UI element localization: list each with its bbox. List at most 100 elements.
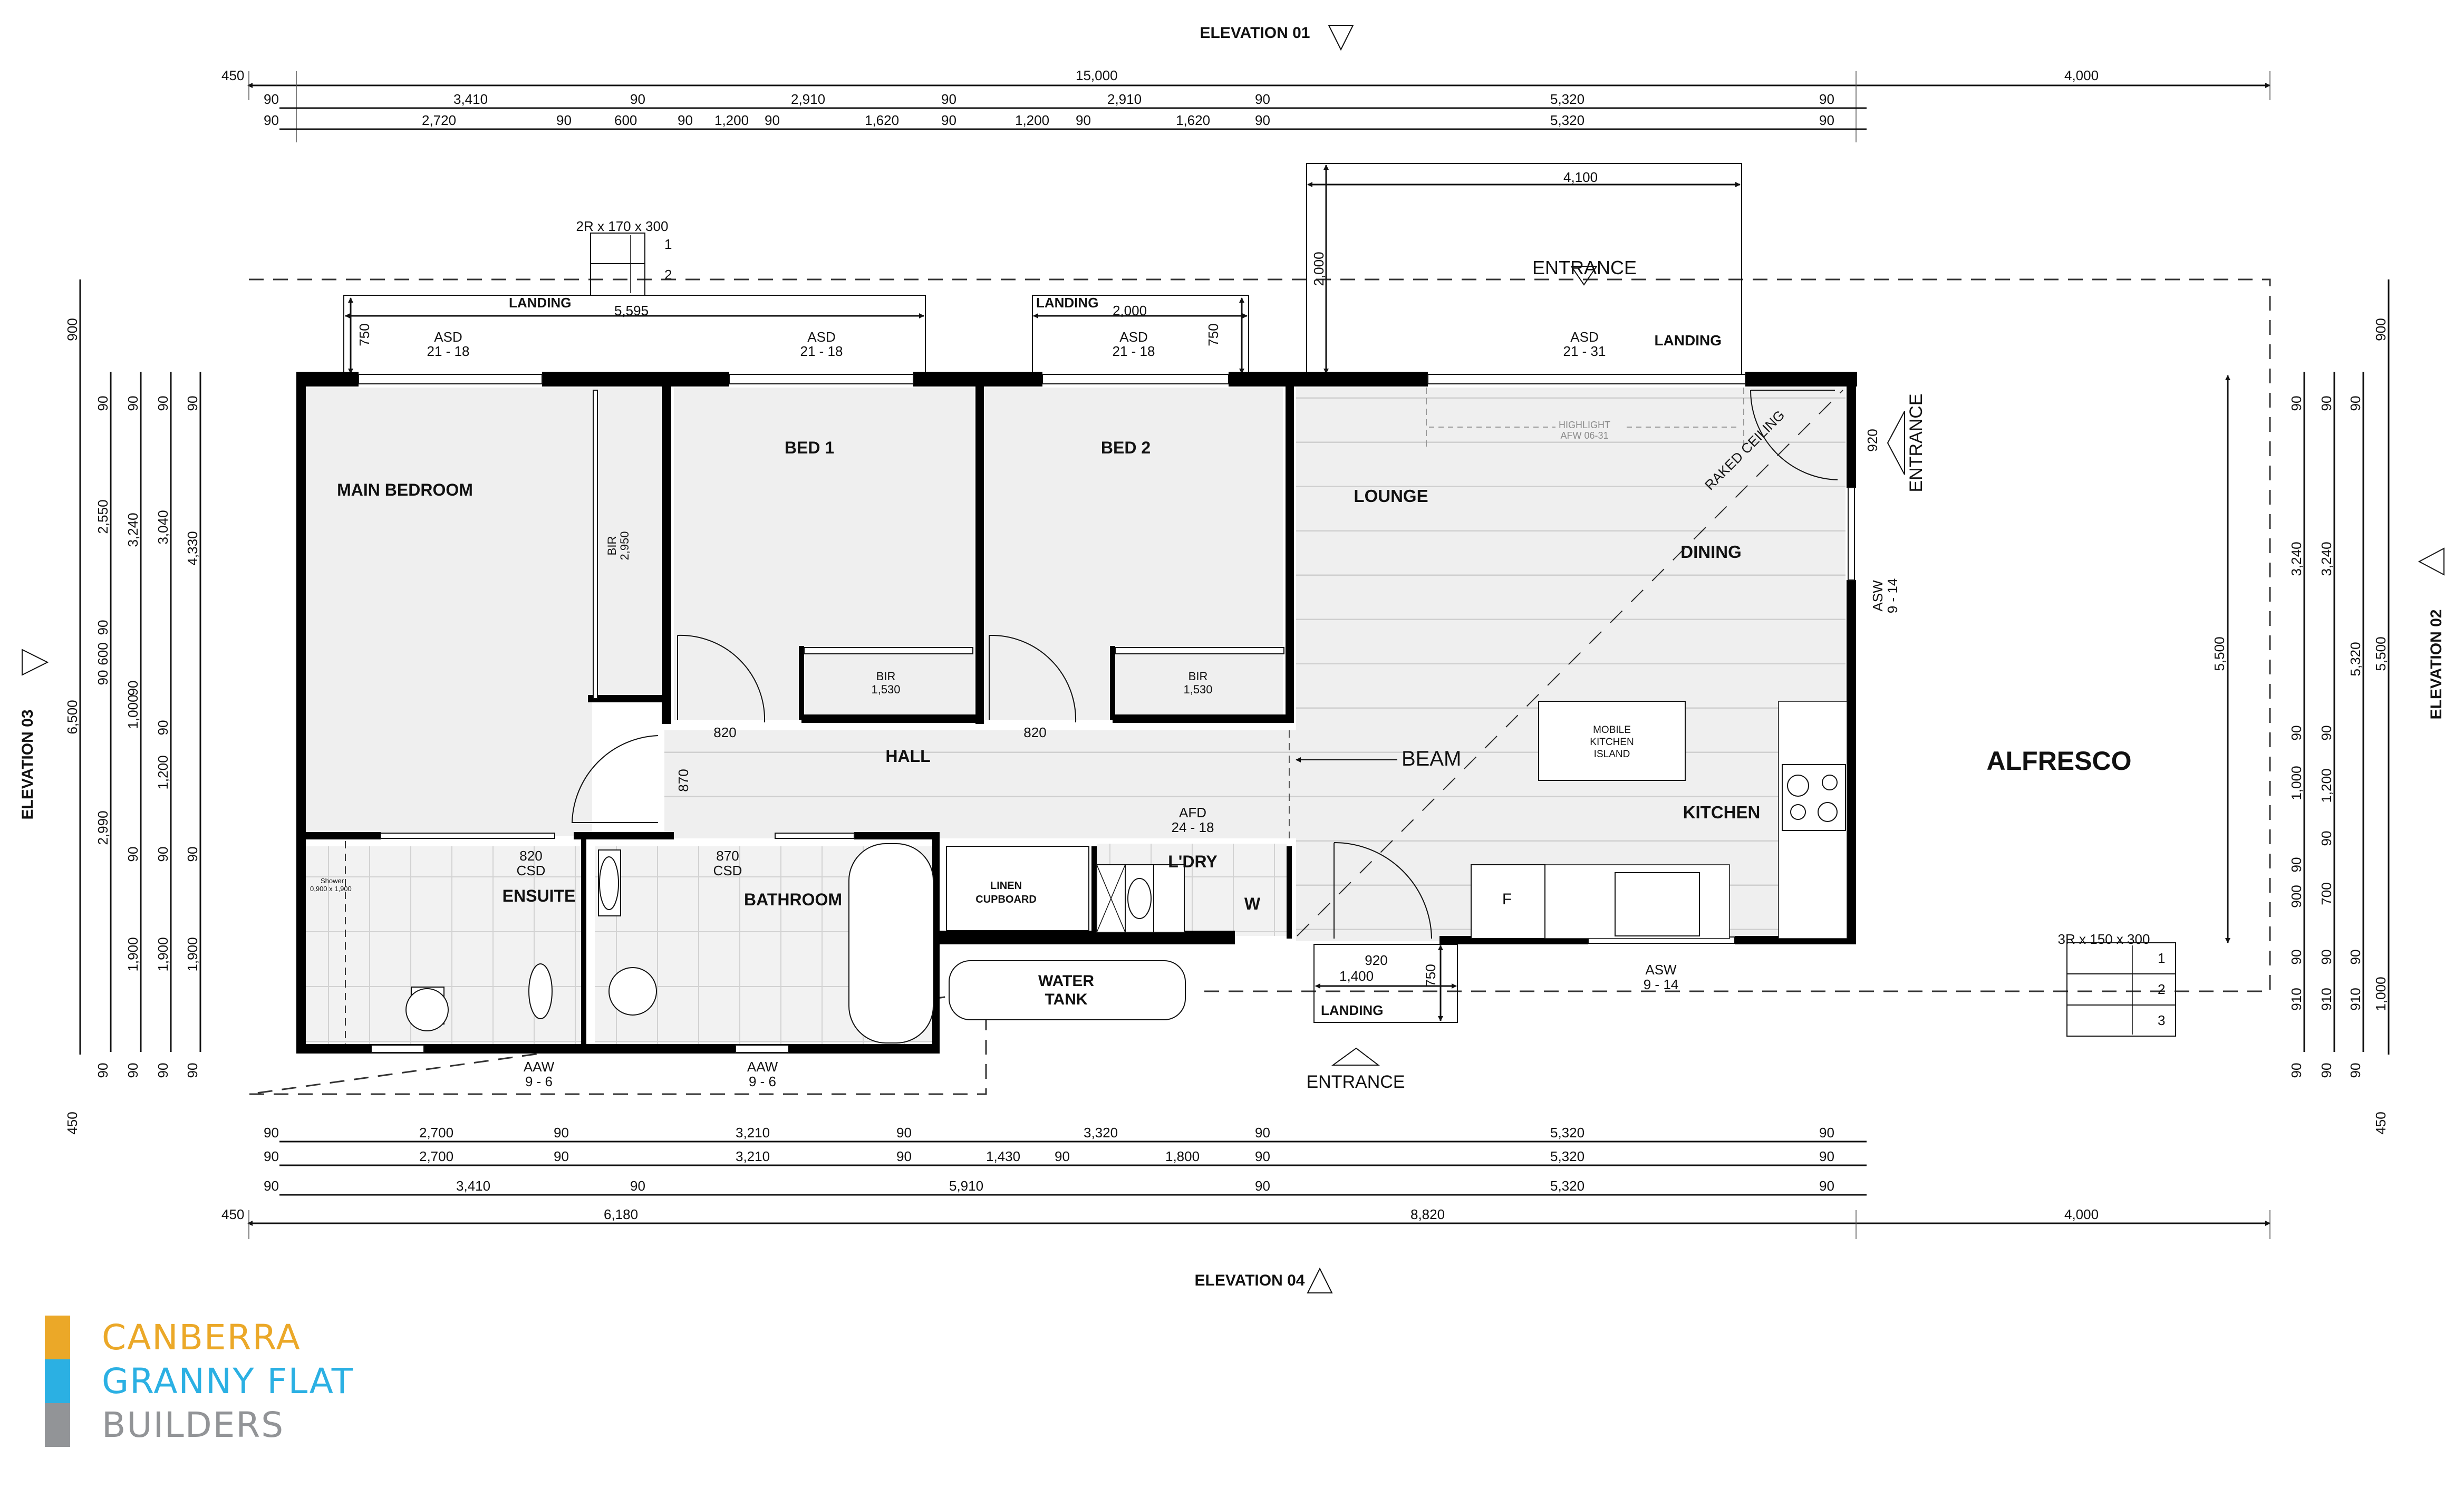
elevation-03-marker: ELEVATION 03 <box>19 710 36 820</box>
svg-text:90: 90 <box>2288 396 2304 411</box>
svg-text:6,180: 6,180 <box>604 1206 638 1222</box>
svg-text:AAW: AAW <box>524 1059 555 1075</box>
svg-text:1: 1 <box>664 236 672 252</box>
svg-text:820: 820 <box>1023 724 1046 740</box>
svg-text:700: 700 <box>2318 882 2334 905</box>
svg-text:3,320: 3,320 <box>1084 1125 1118 1141</box>
svg-text:90: 90 <box>155 396 171 411</box>
steps-right: 3R x 150 x 300 1 2 3 <box>2058 931 2176 1037</box>
svg-text:9 - 6: 9 - 6 <box>525 1074 553 1089</box>
svg-text:LANDING: LANDING <box>1036 295 1098 311</box>
svg-text:750: 750 <box>356 323 372 346</box>
svg-text:ENTRANCE: ENTRANCE <box>1906 393 1926 492</box>
room-dining: DINING <box>1680 542 1742 562</box>
svg-text:900: 900 <box>64 318 80 341</box>
svg-text:3,040: 3,040 <box>155 510 171 544</box>
svg-text:90: 90 <box>2347 396 2363 411</box>
svg-text:ENTRANCE: ENTRANCE <box>1532 257 1637 278</box>
svg-text:90: 90 <box>1255 112 1270 128</box>
room-bed1: BED 1 <box>785 438 834 457</box>
logo-line-canberra: CANBERRA <box>102 1317 301 1358</box>
svg-text:600: 600 <box>614 112 637 128</box>
svg-text:CUPBOARD: CUPBOARD <box>975 894 1037 905</box>
svg-text:90: 90 <box>2318 1063 2334 1078</box>
svg-text:90: 90 <box>185 847 200 862</box>
svg-text:21 - 31: 21 - 31 <box>1563 343 1606 359</box>
svg-text:BIR: BIR <box>605 536 619 556</box>
svg-text:600: 600 <box>95 642 111 665</box>
svg-text:90: 90 <box>1255 1178 1270 1194</box>
svg-text:450: 450 <box>221 67 244 83</box>
linen-cupboard <box>946 846 1089 931</box>
svg-text:3: 3 <box>2158 1012 2165 1028</box>
svg-text:90: 90 <box>264 91 279 107</box>
svg-text:90: 90 <box>678 112 693 128</box>
svg-text:90: 90 <box>1819 112 1834 128</box>
elevation-arrow-icon <box>2418 547 2444 576</box>
svg-text:3,210: 3,210 <box>736 1148 770 1164</box>
svg-text:2,000: 2,000 <box>1311 252 1327 286</box>
svg-text:90: 90 <box>765 112 780 128</box>
elevation-01-label: ELEVATION 01 <box>1200 24 1310 42</box>
svg-text:HIGHLIGHT: HIGHLIGHT <box>1559 420 1610 430</box>
svg-text:90: 90 <box>2288 1063 2304 1078</box>
water-tank <box>949 960 1186 1020</box>
svg-text:90: 90 <box>1076 112 1091 128</box>
svg-text:1,620: 1,620 <box>865 112 899 128</box>
svg-text:90: 90 <box>95 620 111 635</box>
svg-text:1,530: 1,530 <box>871 683 900 696</box>
room-ensuite: ENSUITE <box>503 886 576 905</box>
svg-text:920: 920 <box>1864 429 1880 451</box>
svg-text:5,910: 5,910 <box>949 1178 983 1194</box>
room-lounge: LOUNGE <box>1354 486 1428 506</box>
svg-text:2,990: 2,990 <box>95 810 111 845</box>
svg-text:820: 820 <box>519 848 542 864</box>
svg-text:910: 910 <box>2288 988 2304 1010</box>
logo-line-granny-flat: GRANNY FLAT <box>102 1361 354 1402</box>
fridge-label: F <box>1502 891 1512 908</box>
svg-text:5,320: 5,320 <box>1550 91 1584 107</box>
svg-text:ASD: ASD <box>807 329 835 345</box>
svg-text:2,720: 2,720 <box>422 112 456 128</box>
svg-text:AAW: AAW <box>747 1059 778 1075</box>
room-laundry: L'DRY <box>1168 852 1217 871</box>
svg-text:ISLAND: ISLAND <box>1594 749 1630 760</box>
elevation-arrow-icon <box>1307 1267 1333 1293</box>
svg-text:2,950: 2,950 <box>618 531 631 560</box>
elevation-02-label: ELEVATION 02 <box>2428 610 2445 720</box>
svg-text:ASD: ASD <box>1570 329 1598 345</box>
alfresco-depth: 5,500 <box>2211 636 2227 671</box>
svg-text:CSD: CSD <box>517 863 546 878</box>
svg-text:870: 870 <box>716 848 739 864</box>
svg-text:910: 910 <box>2347 988 2363 1010</box>
room-hall: HALL <box>885 747 930 766</box>
svg-text:ASD: ASD <box>1119 329 1147 345</box>
svg-text:21 - 18: 21 - 18 <box>1113 343 1155 359</box>
mobile-island <box>1538 701 1686 781</box>
floor-bed1 <box>674 388 974 720</box>
svg-text:1,620: 1,620 <box>1176 112 1210 128</box>
svg-text:750: 750 <box>1205 323 1221 346</box>
svg-text:1,800: 1,800 <box>1165 1148 1200 1164</box>
svg-text:2,700: 2,700 <box>419 1148 453 1164</box>
svg-text:90: 90 <box>2288 950 2304 965</box>
svg-text:9 - 14: 9 - 14 <box>1644 977 1679 992</box>
svg-text:9 - 6: 9 - 6 <box>749 1074 776 1089</box>
svg-text:LANDING: LANDING <box>1321 1002 1383 1018</box>
logo-line-builders: BUILDERS <box>102 1405 285 1445</box>
kitchen-fixtures <box>1471 701 1848 939</box>
elevation-04-marker: ELEVATION 04 <box>1195 1267 1333 1293</box>
svg-text:1,200: 1,200 <box>2318 768 2334 803</box>
svg-text:90: 90 <box>95 396 111 411</box>
svg-text:450: 450 <box>221 1206 244 1222</box>
svg-text:90: 90 <box>2288 857 2304 873</box>
svg-text:90: 90 <box>185 396 200 411</box>
svg-text:5,320: 5,320 <box>1550 1178 1584 1194</box>
room-kitchen: KITCHEN <box>1683 803 1761 822</box>
svg-text:LANDING: LANDING <box>509 295 571 311</box>
svg-text:90: 90 <box>630 91 645 107</box>
entrance-arrow-icon <box>1570 266 1598 286</box>
logo-bar-grey <box>45 1403 70 1447</box>
svg-text:BIR: BIR <box>876 670 896 683</box>
elevation-arrow-icon <box>22 649 49 676</box>
